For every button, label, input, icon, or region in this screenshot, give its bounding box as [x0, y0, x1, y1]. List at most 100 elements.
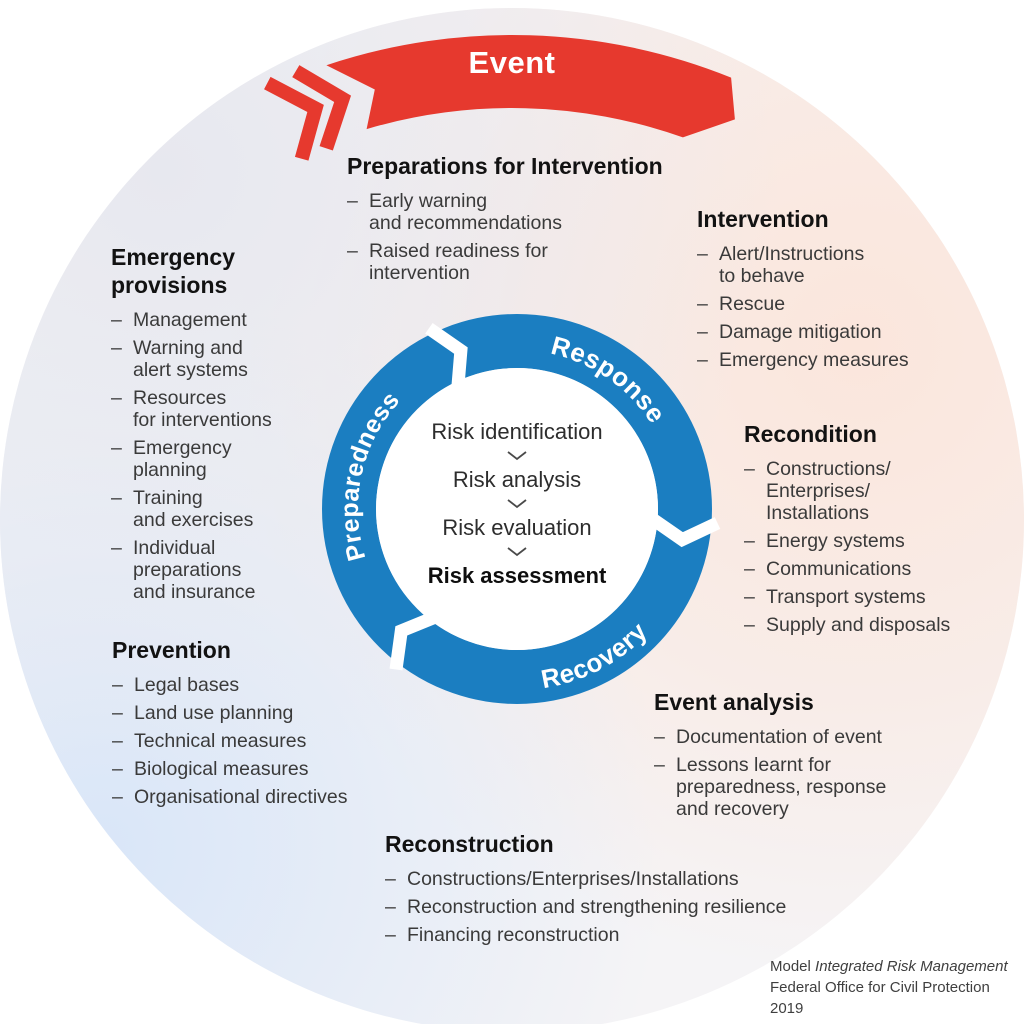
- list-item: –Supply and disposals: [744, 614, 951, 636]
- event-banner-label: Event: [468, 45, 556, 80]
- list-item: –Raised readiness for intervention: [347, 240, 548, 284]
- list-item: –Emergency measures: [697, 349, 909, 371]
- section-title: Emergency provisions: [111, 244, 236, 298]
- dash-bullet: –: [385, 896, 396, 918]
- ring-gap-arrow-bottom-left: [389, 610, 439, 671]
- list-item: –Damage mitigation: [697, 321, 882, 343]
- dash-bullet: –: [385, 924, 396, 946]
- dash-bullet: –: [744, 614, 755, 636]
- section-reconstruction: Reconstruction –Constructions/Enterprise…: [385, 830, 786, 952]
- banner-speed-chevron-icon: [292, 65, 352, 151]
- risk-step: Risk analysis: [452, 467, 582, 492]
- section-prevention: Prevention –Legal bases –Land use plannin…: [112, 636, 348, 814]
- list-item: –Early warning and recommendations: [347, 190, 562, 234]
- dash-bullet: –: [111, 487, 122, 509]
- credit-model-name: Integrated Risk Management: [815, 958, 1008, 975]
- section-intervention: Intervention –Alert/Instructions to beha…: [697, 205, 909, 377]
- section-recondition: Recondition –Constructions/ Enterprises/…: [744, 420, 950, 642]
- dash-bullet: –: [697, 321, 708, 343]
- dash-bullet: –: [112, 786, 123, 808]
- event-banner-ribbon: [326, 34, 735, 138]
- list-item: –Documentation of event: [654, 726, 882, 748]
- dash-bullet: –: [654, 726, 665, 748]
- section-items: –Documentation of event –Lessons learnt f…: [654, 726, 886, 820]
- list-item: –Legal bases: [112, 674, 240, 696]
- credit-model-prefix: Model: [770, 958, 811, 975]
- list-item: –Financing reconstruction: [385, 924, 620, 946]
- list-item: –Land use planning: [112, 702, 294, 724]
- credit-organization: Federal Office for Civil Protection: [770, 979, 990, 996]
- list-item: –Communications: [744, 558, 912, 580]
- list-item: –Biological measures: [112, 758, 309, 780]
- list-item: –Constructions/Enterprises/Installations: [385, 868, 739, 890]
- list-item: –Warning and alert systems: [111, 337, 248, 381]
- dash-bullet: –: [744, 558, 755, 580]
- dash-bullet: –: [697, 293, 708, 315]
- section-title: Intervention: [697, 206, 829, 232]
- risk-result: Risk assessment: [427, 563, 607, 588]
- dash-bullet: –: [744, 458, 755, 480]
- chevron-down-icon: [507, 499, 527, 509]
- list-item: –Management: [111, 309, 247, 331]
- dash-bullet: –: [112, 674, 123, 696]
- list-item: –Emergency planning: [111, 437, 232, 481]
- risk-step: Risk evaluation: [442, 515, 592, 540]
- dash-bullet: –: [697, 349, 708, 371]
- list-item: –Organisational directives: [112, 786, 348, 808]
- section-event-analysis: Event analysis –Documentation of event –L…: [654, 688, 886, 826]
- risk-assessment-process: Risk identification Risk analysis Risk e…: [372, 419, 662, 588]
- ring-gap-arrow-top: [425, 322, 468, 389]
- dash-bullet: –: [111, 537, 122, 559]
- ring-band: [322, 314, 712, 704]
- dash-bullet: –: [111, 337, 122, 359]
- dash-bullet: –: [111, 387, 122, 409]
- section-title: Reconstruction: [385, 831, 554, 857]
- event-banner: [264, 34, 735, 161]
- chevron-down-icon: [507, 451, 527, 461]
- list-item: –Technical measures: [112, 730, 307, 752]
- list-item: –Resources for interventions: [111, 387, 272, 431]
- list-item: –Energy systems: [744, 530, 905, 552]
- section-items: –Early warning and recommendations –Raise…: [347, 190, 663, 284]
- dash-bullet: –: [347, 240, 358, 262]
- dash-bullet: –: [654, 754, 665, 776]
- dash-bullet: –: [744, 530, 755, 552]
- ring-center-disc: [376, 368, 658, 650]
- dash-bullet: –: [111, 309, 122, 331]
- section-title: Preparations for Intervention: [347, 153, 663, 179]
- section-emergency-provisions: Emergency provisions –Management –Warning…: [111, 243, 272, 609]
- credit-model-line: Model Integrated Risk Management: [770, 956, 1008, 977]
- section-title: Prevention: [112, 637, 231, 663]
- list-item: –Training and exercises: [111, 487, 254, 531]
- list-item: –Lessons learnt for preparedness, respon…: [654, 754, 887, 820]
- list-item: –Constructions/ Enterprises/ Installatio…: [744, 458, 891, 524]
- section-items: –Management –Warning and alert systems –Re…: [111, 309, 272, 603]
- section-preparations-for-intervention: Preparations for Intervention –Early war…: [347, 152, 663, 290]
- section-items: –Legal bases –Land use planning –Technical…: [112, 674, 348, 808]
- section-title: Recondition: [744, 421, 877, 447]
- section-items: –Constructions/Enterprises/Installations…: [385, 868, 786, 946]
- risk-step: Risk identification: [431, 419, 603, 444]
- dash-bullet: –: [697, 243, 708, 265]
- dash-bullet: –: [385, 868, 396, 890]
- banner-speed-chevron-icon: [264, 76, 324, 161]
- credit-year: 2019: [770, 1000, 804, 1017]
- dash-bullet: –: [112, 702, 123, 724]
- section-items: –Alert/Instructions to behave–Rescue–Dam…: [697, 243, 909, 371]
- ring-gap-arrow-right: [647, 513, 721, 548]
- list-item: –Reconstruction and strengthening resili…: [385, 896, 787, 918]
- dash-bullet: –: [112, 730, 123, 752]
- credit: Model Integrated Risk Management Federal…: [770, 956, 1008, 1019]
- dash-bullet: –: [111, 437, 122, 459]
- list-item: –Individual preparations and insurance: [111, 537, 256, 603]
- list-item: –Transport systems: [744, 586, 926, 608]
- section-items: –Constructions/ Enterprises/ Installatio…: [744, 458, 950, 636]
- dash-bullet: –: [347, 190, 358, 212]
- dash-bullet: –: [744, 586, 755, 608]
- section-title: Event analysis: [654, 689, 814, 715]
- chevron-down-icon: [507, 547, 527, 557]
- dash-bullet: –: [112, 758, 123, 780]
- list-item: –Alert/Instructions to behave: [697, 243, 865, 287]
